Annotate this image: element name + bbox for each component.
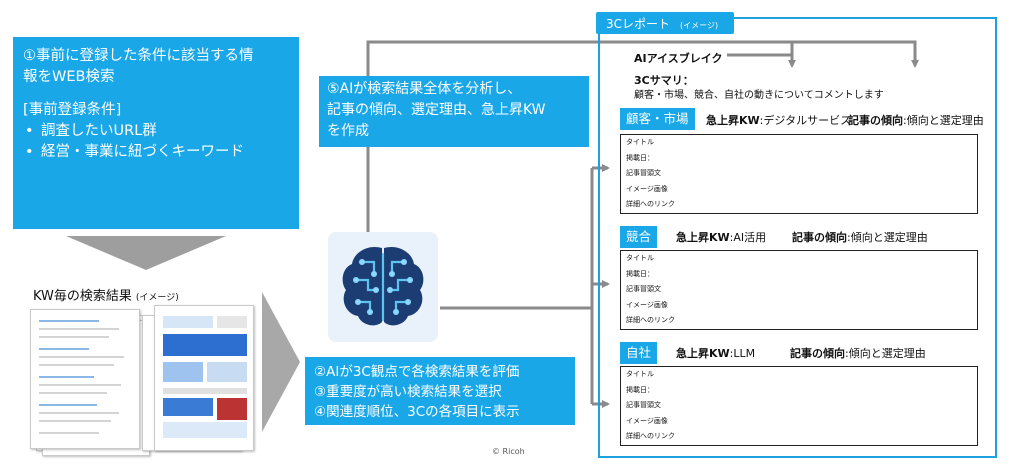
section-trend-line: 記事の傾向:傾向と選定理由 xyxy=(848,114,984,127)
field-image: イメージ画像 xyxy=(626,184,668,193)
field-image: イメージ画像 xyxy=(626,416,668,425)
step5-line1: ⑤AIが検索結果全体を分析し、 xyxy=(327,81,522,97)
step5-line2: 記事の傾向、選定理由、急上昇KW xyxy=(327,102,546,118)
article-card: タイトル 掲載日： 記事冒頭文 イメージ画像 詳細へのリンク xyxy=(620,366,978,446)
3c-report-frame xyxy=(598,17,997,458)
field-link: 詳細へのリンク xyxy=(626,316,675,324)
field-date: 掲載日： xyxy=(626,269,654,278)
result-page-thumbnail xyxy=(30,309,140,449)
result-page-thumbnail xyxy=(154,305,254,451)
ai-brain-circuit-icon xyxy=(328,232,438,342)
field-title: タイトル xyxy=(626,370,654,378)
step1-box: ①事前に登録した条件に該当する情 報をWEB検索 [事前登録条件] 調査したいU… xyxy=(13,37,299,229)
copyright: © Ricoh xyxy=(492,447,525,456)
field-title: タイトル xyxy=(626,138,654,146)
conditions-title: [事前登録条件] xyxy=(23,102,122,118)
step1-heading-line1: ①事前に登録した条件に該当する情 xyxy=(23,48,254,64)
section-label-own-company: 自社 xyxy=(620,342,658,364)
step2-line: ②AIが3C観点で各検索結果を評価 xyxy=(314,364,520,380)
step1-heading-line2: 報をWEB検索 xyxy=(23,69,115,85)
step5-box: ⑤AIが検索結果全体を分析し、 記事の傾向、選定理由、急上昇KW を作成 xyxy=(319,76,589,147)
summary-title: 3Cサマリ： xyxy=(634,74,694,87)
field-date: 掲載日： xyxy=(626,385,654,394)
field-lead: 記事冒頭文 xyxy=(626,401,661,409)
steps-2-4-box: ②AIが3C観点で各検索結果を評価 ③重要度が高い検索結果を選択 ④関連度順位、… xyxy=(305,357,575,425)
field-lead: 記事冒頭文 xyxy=(626,285,661,293)
step3-line: ③重要度が高い検索結果を選択 xyxy=(314,384,502,400)
field-lead: 記事冒頭文 xyxy=(626,169,661,177)
down-arrow-icon xyxy=(66,236,226,270)
section-trend-line: 記事の傾向:傾向と選定理由 xyxy=(792,231,928,244)
report-tab-note: (イメージ) xyxy=(680,21,719,30)
section-kw-line: 急上昇KW:デジタルサービス xyxy=(706,114,852,127)
section-kw-line: 急上昇KW:AI活用 xyxy=(676,231,767,244)
section-label-customer-market: 顧客・市場 xyxy=(620,108,695,130)
section-trend-line: 記事の傾向:傾向と選定理由 xyxy=(790,347,926,360)
condition-bullet: 調査したいURL群 xyxy=(23,121,289,142)
field-link: 詳細へのリンク xyxy=(626,432,675,440)
step5-line3: を作成 xyxy=(327,123,369,139)
condition-bullet: 経営・事業に紐づくキーワード xyxy=(23,142,289,163)
summary-text: 顧客・市場、競合、自社の動きについてコメントします xyxy=(634,90,884,101)
field-link: 詳細へのリンク xyxy=(626,200,675,208)
field-title: タイトル xyxy=(626,254,654,262)
article-card: タイトル 掲載日： 記事冒頭文 イメージ画像 詳細へのリンク xyxy=(620,134,978,214)
report-tab: 3Cレポート (イメージ) xyxy=(596,12,734,34)
ai-icebreak-title: AIアイスブレイク xyxy=(634,52,723,65)
search-results-thumbnails xyxy=(30,305,255,456)
right-arrow-icon xyxy=(262,292,300,432)
section-label-competitor: 競合 xyxy=(620,226,658,248)
step4-line: ④関連度順位、3Cの各項目に表示 xyxy=(314,404,520,420)
article-card: タイトル 掲載日： 記事冒頭文 イメージ画像 詳細へのリンク xyxy=(620,250,978,330)
kw-results-title: KW毎の検索結果(イメージ) xyxy=(33,289,179,304)
section-kw-line: 急上昇KW:LLM xyxy=(676,347,756,360)
report-tab-label: 3Cレポート xyxy=(606,17,671,31)
field-image: イメージ画像 xyxy=(626,300,668,309)
field-date: 掲載日： xyxy=(626,153,654,162)
